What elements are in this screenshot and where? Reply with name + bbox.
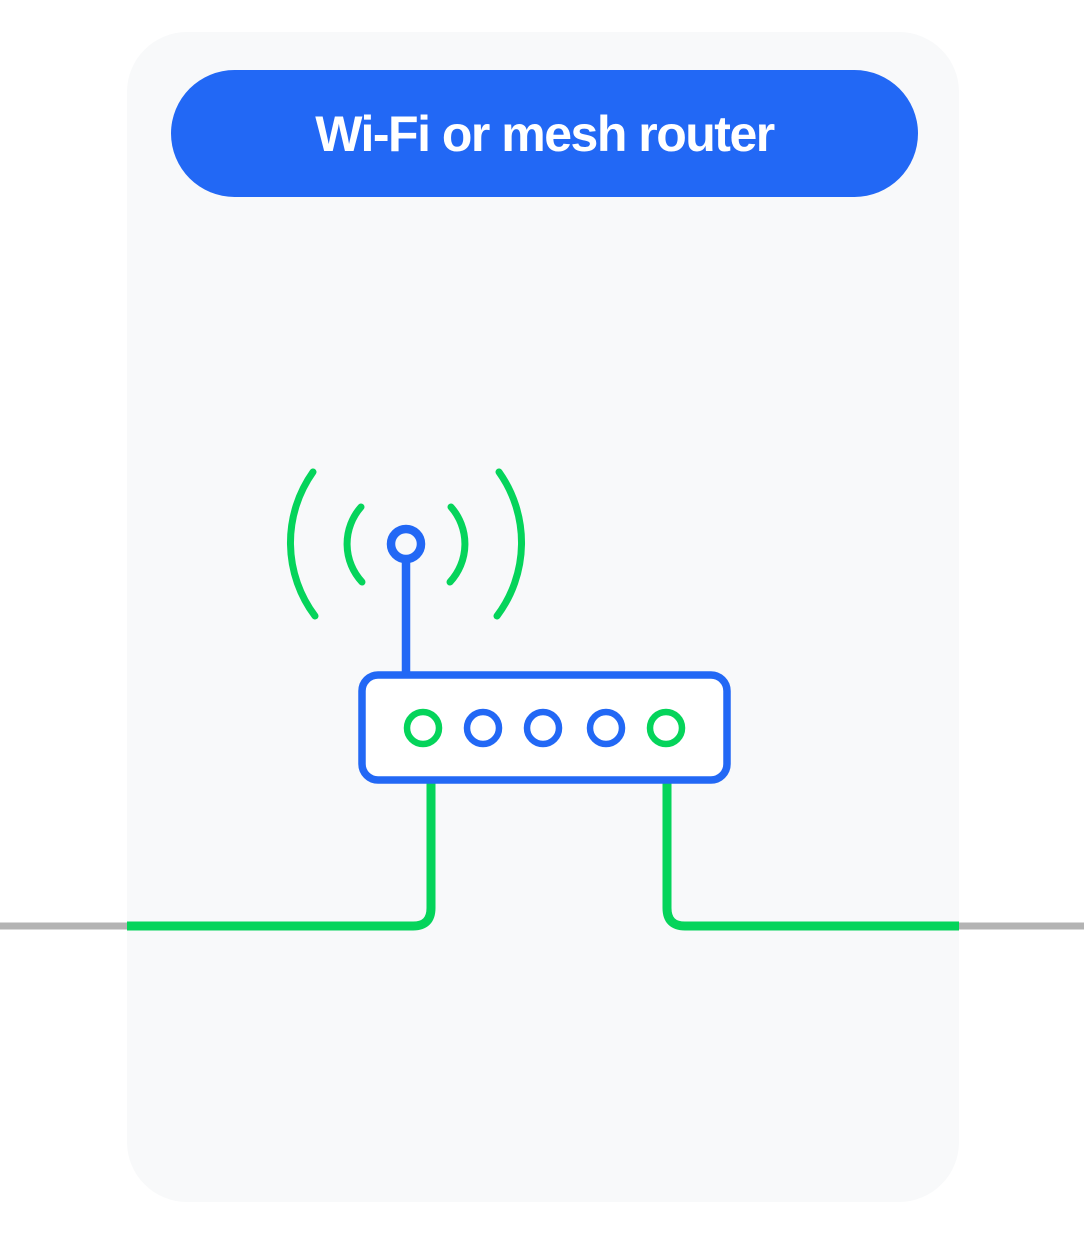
wifi-arc-outer-left [287, 468, 319, 620]
router-label-text: Wi-Fi or mesh router [315, 105, 775, 162]
router-ports [403, 708, 686, 748]
wifi-arc-inner-right [446, 503, 469, 586]
router-body-icon [358, 671, 731, 784]
router-card [127, 32, 959, 1202]
wifi-arc-outer-right [493, 468, 525, 620]
router-port-4 [586, 708, 626, 748]
router-port-2 [463, 708, 503, 748]
router-port-3 [523, 708, 563, 748]
wifi-arc-inner-left [343, 503, 366, 586]
wifi-signal-icon [287, 468, 525, 620]
antenna-tip-icon [386, 524, 426, 564]
ethernet-cable-left-icon [127, 776, 436, 931]
router-port-1 [403, 708, 443, 748]
router-port-5 [646, 708, 686, 748]
ethernet-cable-right-icon [662, 776, 959, 931]
router-label-pill: Wi-Fi or mesh router [171, 70, 918, 197]
